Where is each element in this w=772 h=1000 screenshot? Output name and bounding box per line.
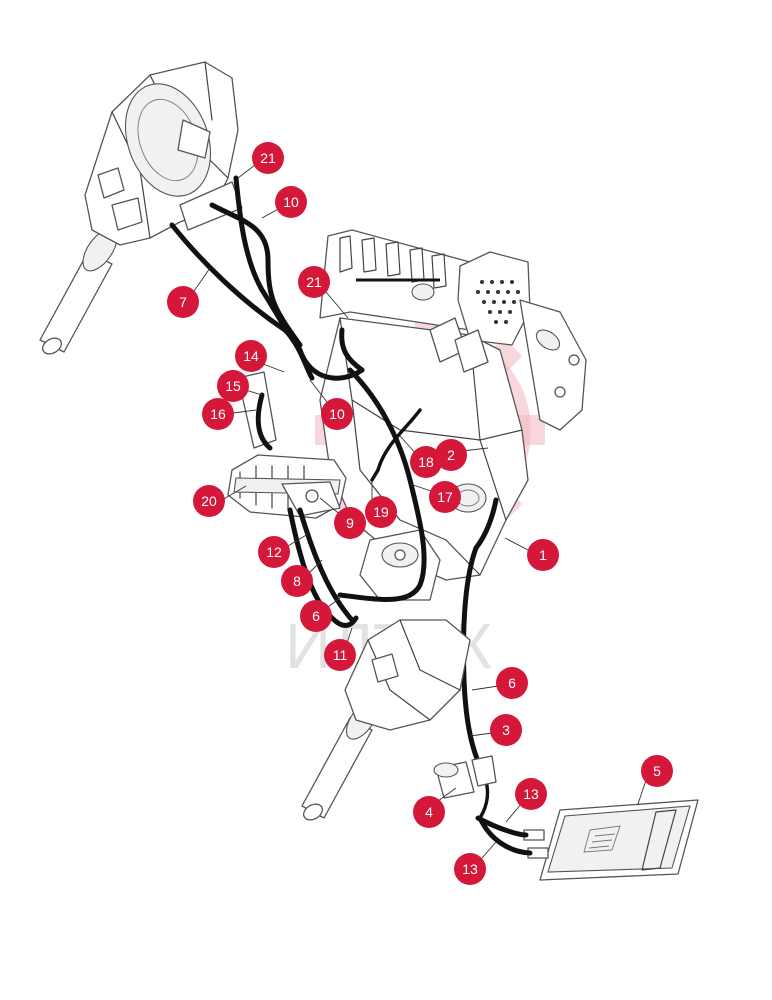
svg-text:21: 21 <box>260 150 276 166</box>
callout-21-mid: 21 <box>298 266 330 298</box>
valve-block <box>227 371 347 519</box>
callout-6-right: 6 <box>496 667 528 699</box>
callout-4: 4 <box>413 796 445 828</box>
callout-18: 18 <box>410 446 442 478</box>
svg-text:6: 6 <box>312 608 320 624</box>
callout-6-left: 6 <box>300 600 332 632</box>
svg-text:13: 13 <box>523 786 539 802</box>
cooler-hoses <box>433 755 533 856</box>
callout-12: 12 <box>258 536 290 568</box>
callout-2: 2 <box>435 439 467 471</box>
callout-8: 8 <box>281 565 313 597</box>
svg-text:16: 16 <box>210 406 226 422</box>
callout-17: 17 <box>429 481 461 513</box>
oil-cooler <box>523 799 699 881</box>
svg-text:6: 6 <box>508 675 516 691</box>
svg-text:1: 1 <box>539 547 547 563</box>
hose-1 <box>473 497 499 551</box>
svg-text:11: 11 <box>333 647 348 663</box>
hose-16 <box>255 392 273 451</box>
callout-16: 16 <box>202 398 234 430</box>
hose-17 <box>337 367 427 602</box>
callout-1: 1 <box>527 539 559 571</box>
svg-text:17: 17 <box>437 489 453 505</box>
svg-text:18: 18 <box>418 454 434 470</box>
svg-text:20: 20 <box>201 493 217 509</box>
svg-text:15: 15 <box>225 378 241 394</box>
callout-21-top: 21 <box>252 142 284 174</box>
callout-10-mid: 10 <box>321 398 353 430</box>
callout-13-lower: 13 <box>454 853 486 885</box>
upper-transmission <box>39 61 243 355</box>
callout-7: 7 <box>167 286 199 318</box>
callout-11: 11 <box>324 639 356 671</box>
callout-19: 19 <box>365 496 397 528</box>
hose-12 <box>297 507 355 623</box>
svg-text:14: 14 <box>243 348 259 364</box>
hose-13-lower <box>477 815 533 856</box>
block-hoses <box>255 327 499 778</box>
callout-5: 5 <box>641 755 673 787</box>
svg-text:12: 12 <box>266 544 282 560</box>
svg-text:13: 13 <box>462 861 478 877</box>
callout-15: 15 <box>217 370 249 402</box>
svg-text:4: 4 <box>425 804 433 820</box>
svg-text:10: 10 <box>283 194 299 210</box>
svg-text:21: 21 <box>306 274 322 290</box>
callout-14: 14 <box>235 340 267 372</box>
callout-9: 9 <box>334 507 366 539</box>
svg-text:8: 8 <box>293 573 301 589</box>
lower-transmission <box>301 619 471 821</box>
svg-text:19: 19 <box>373 504 389 520</box>
svg-text:7: 7 <box>179 294 187 310</box>
hose-6-lower <box>461 545 487 778</box>
svg-text:3: 3 <box>502 722 510 738</box>
svg-text:5: 5 <box>653 763 661 779</box>
callout-20: 20 <box>193 485 225 517</box>
hose-18 <box>370 408 422 482</box>
callout-3: 3 <box>490 714 522 746</box>
svg-text:2: 2 <box>447 447 455 463</box>
svg-text:9: 9 <box>346 515 354 531</box>
svg-text:10: 10 <box>329 406 345 422</box>
callout-10-top: 10 <box>275 186 307 218</box>
callout-13-upper: 13 <box>515 778 547 810</box>
callouts: 21 10 7 21 14 15 16 10 <box>167 142 673 885</box>
hose-21-lower <box>339 327 365 373</box>
